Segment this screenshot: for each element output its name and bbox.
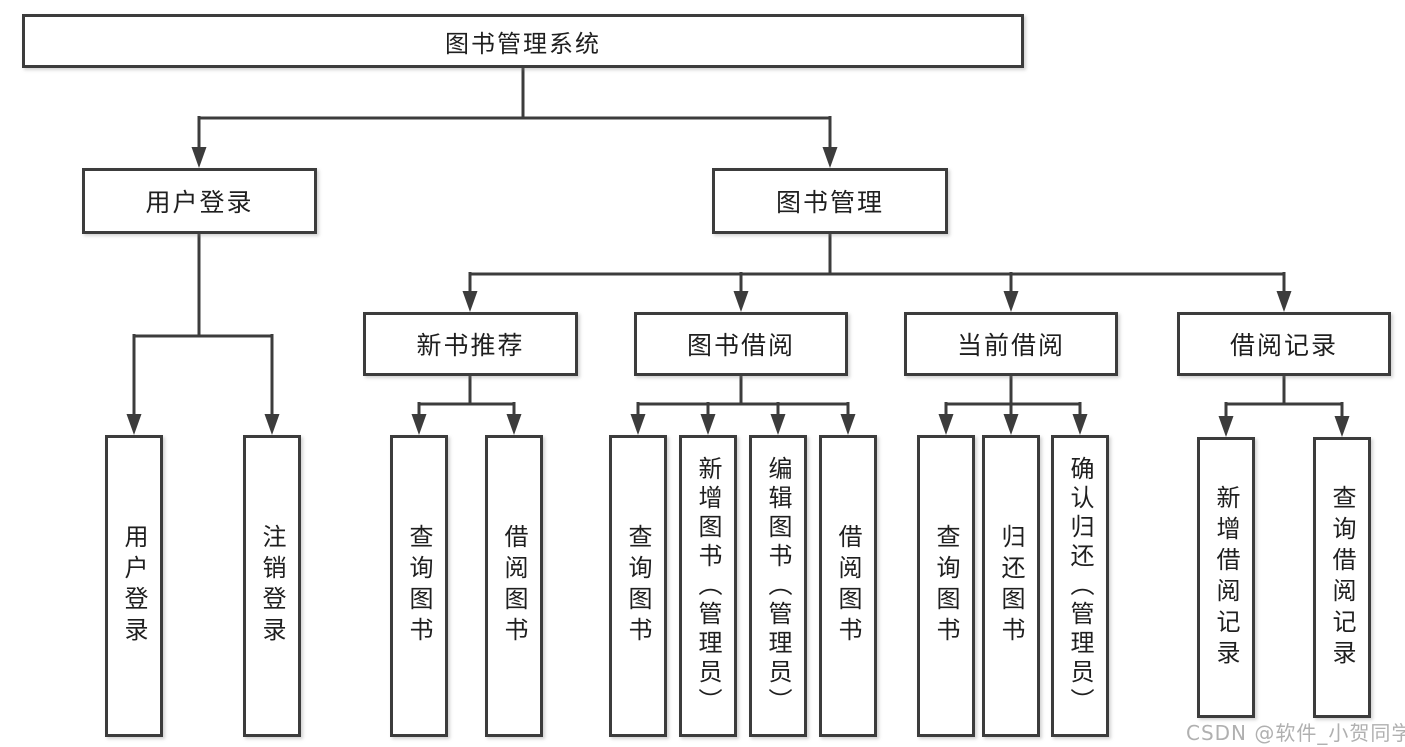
leaf-borrow-book-recommend: 借阅图书 xyxy=(485,435,543,737)
leaf-return-book: 归还图书 xyxy=(982,435,1040,737)
arrowheads xyxy=(126,147,1350,437)
leaf-add-borrow-record: 新增借阅记录 xyxy=(1197,437,1255,718)
leaf-confirm-return-admin: 确认归还（管理员） xyxy=(1051,435,1109,737)
node-borrow-records: 借阅记录 xyxy=(1177,312,1391,376)
node-new-book-recommend-label: 新书推荐 xyxy=(416,331,525,360)
leaf-user-login: 用户登录 xyxy=(105,435,163,737)
leaf-add-book-admin: 新增图书（管理员） xyxy=(679,435,737,737)
node-current-borrow: 当前借阅 xyxy=(904,312,1118,376)
node-book-management: 图书管理 xyxy=(712,168,948,234)
leaf-borrow-book: 借阅图书 xyxy=(819,435,877,737)
node-book-borrow: 图书借阅 xyxy=(634,312,848,376)
node-book-borrow-label: 图书借阅 xyxy=(686,331,795,360)
node-library-system: 图书管理系统 xyxy=(22,14,1024,68)
node-new-book-recommend: 新书推荐 xyxy=(363,312,578,376)
csdn-watermark: CSDN @软件_小贺同学 xyxy=(1186,721,1405,745)
node-current-borrow-label: 当前借阅 xyxy=(956,331,1065,360)
leaf-query-book-borrow: 查询图书 xyxy=(609,435,667,737)
node-book-management-label: 图书管理 xyxy=(775,188,884,217)
node-library-system-label: 图书管理系统 xyxy=(445,29,601,58)
leaf-query-book-recommend: 查询图书 xyxy=(390,435,448,737)
leaf-edit-book-admin: 编辑图书（管理员） xyxy=(749,435,807,737)
leaf-query-borrow-record: 查询借阅记录 xyxy=(1313,437,1371,718)
node-borrow-records-label: 借阅记录 xyxy=(1229,331,1338,360)
node-user-login: 用户登录 xyxy=(82,168,317,234)
leaf-logout-login: 注销登录 xyxy=(243,435,301,737)
node-user-login-label: 用户登录 xyxy=(145,188,254,217)
leaf-query-book-current: 查询图书 xyxy=(917,435,975,737)
